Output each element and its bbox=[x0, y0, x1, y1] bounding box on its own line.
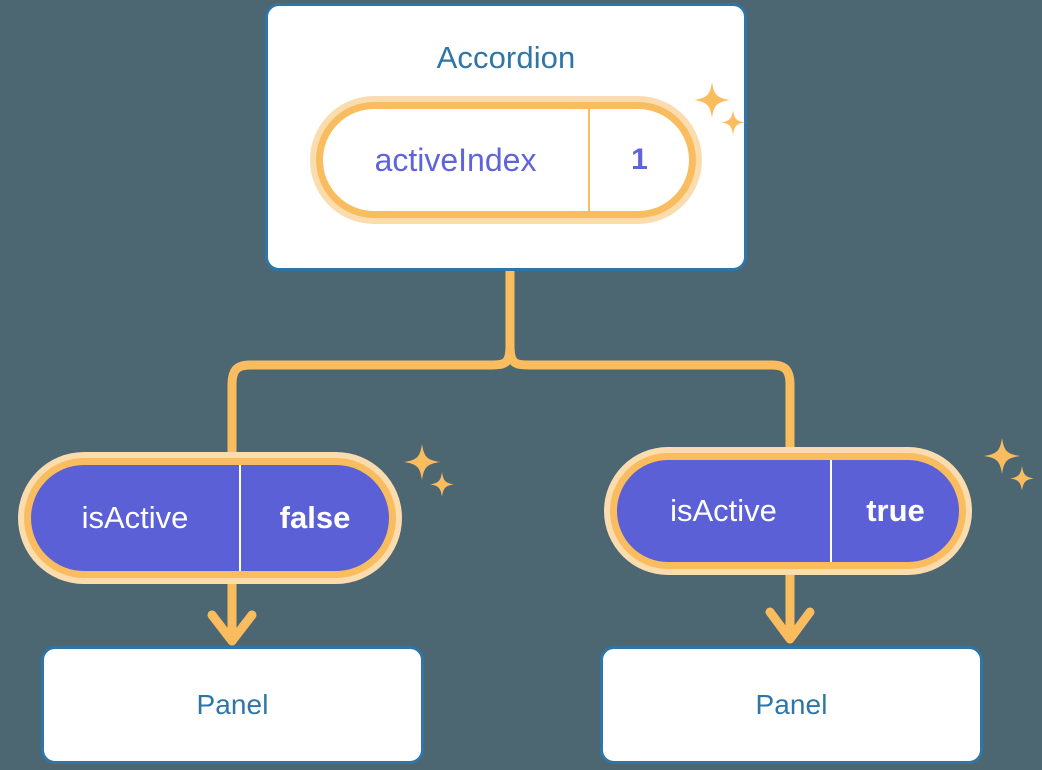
state-pill-value: 1 bbox=[588, 109, 689, 211]
state-pill-key: isActive bbox=[81, 500, 189, 535]
sparkle-group-left-pill bbox=[404, 444, 454, 497]
panel-component-card-left[interactable]: Panel bbox=[41, 646, 424, 764]
state-pill-value: true bbox=[830, 460, 959, 562]
state-pill-ring: isActive false bbox=[24, 458, 396, 578]
panel-component-card-right[interactable]: Panel bbox=[600, 646, 983, 764]
state-pill-key: activeIndex bbox=[374, 141, 537, 178]
sparkle-group-right-pill bbox=[984, 438, 1034, 491]
state-pill-body: isActive false bbox=[31, 465, 389, 571]
state-pill-body: activeIndex 1 bbox=[323, 109, 689, 211]
state-pill-body: isActive true bbox=[617, 460, 959, 562]
state-pill-key: isActive bbox=[670, 493, 777, 528]
state-pill-active-index[interactable]: activeIndex 1 bbox=[310, 96, 702, 224]
accordion-title: Accordion bbox=[436, 40, 576, 75]
connector-split-left bbox=[227, 340, 515, 457]
arrow-right-pill-to-panel bbox=[765, 575, 815, 644]
arrow-left-pill-to-panel bbox=[207, 584, 257, 646]
sparkle-four-point-icon bbox=[404, 444, 440, 480]
sparkle-four-point-icon bbox=[984, 438, 1020, 474]
sparkle-four-point-small-icon bbox=[1010, 466, 1034, 491]
state-pill-ring: activeIndex 1 bbox=[316, 102, 696, 218]
connector-split-right bbox=[505, 340, 795, 452]
panel-title: Panel bbox=[755, 689, 828, 720]
state-pill-is-active-true[interactable]: isActive true bbox=[604, 447, 972, 575]
panel-title: Panel bbox=[196, 689, 269, 720]
sparkle-four-point-small-icon bbox=[430, 472, 454, 497]
state-pill-ring: isActive true bbox=[610, 453, 966, 569]
state-pill-value: false bbox=[239, 465, 389, 571]
state-pill-is-active-false[interactable]: isActive false bbox=[18, 452, 402, 584]
